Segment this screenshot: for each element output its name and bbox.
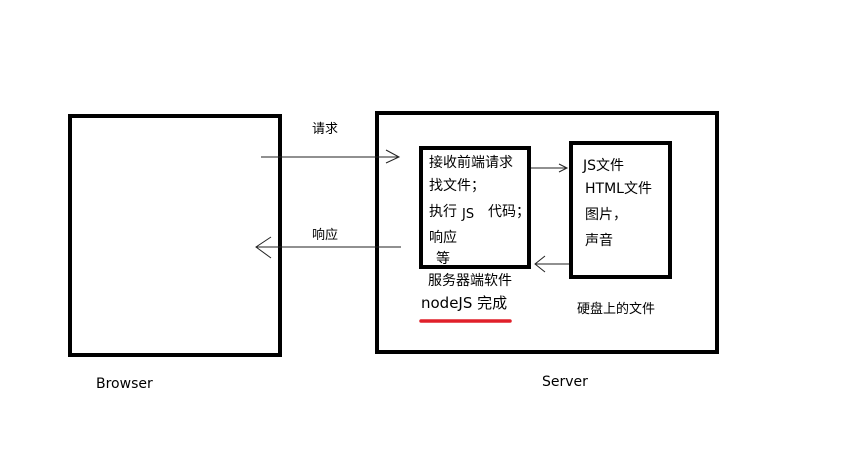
software-line-receive: 接收前端请求 [429, 155, 513, 171]
disk-files-box [569, 141, 672, 279]
disk-line-sound: 声音 [585, 233, 613, 249]
request-label: 请求 [312, 122, 339, 137]
server-box [375, 111, 719, 354]
disk-line-html: HTML文件 [585, 181, 652, 197]
request-arrow [261, 149, 401, 164]
response-label: 响应 [312, 228, 339, 243]
software-line-execute: 执行 [429, 204, 457, 220]
software-line-etc: 等 [436, 251, 450, 267]
software-caption: 服务器端软件 [428, 273, 512, 289]
software-line-code: 代码； [488, 204, 530, 220]
software-to-disk-arrow [531, 163, 569, 173]
disk-caption: 硬盘上的文件 [577, 302, 656, 317]
server-label: Server [542, 374, 588, 390]
browser-box [68, 114, 282, 357]
browser-label: Browser [96, 376, 153, 392]
software-line-js: JS [462, 207, 475, 222]
disk-to-software-arrow [534, 255, 569, 273]
disk-line-js: JS文件 [583, 158, 625, 174]
response-arrow [255, 236, 401, 259]
disk-line-image: 图片， [585, 207, 627, 223]
nodejs-note: nodeJS 完成 [421, 294, 508, 312]
software-line-find: 找文件； [429, 178, 485, 194]
software-line-respond: 响应 [429, 230, 457, 246]
server-software-box [419, 146, 531, 269]
